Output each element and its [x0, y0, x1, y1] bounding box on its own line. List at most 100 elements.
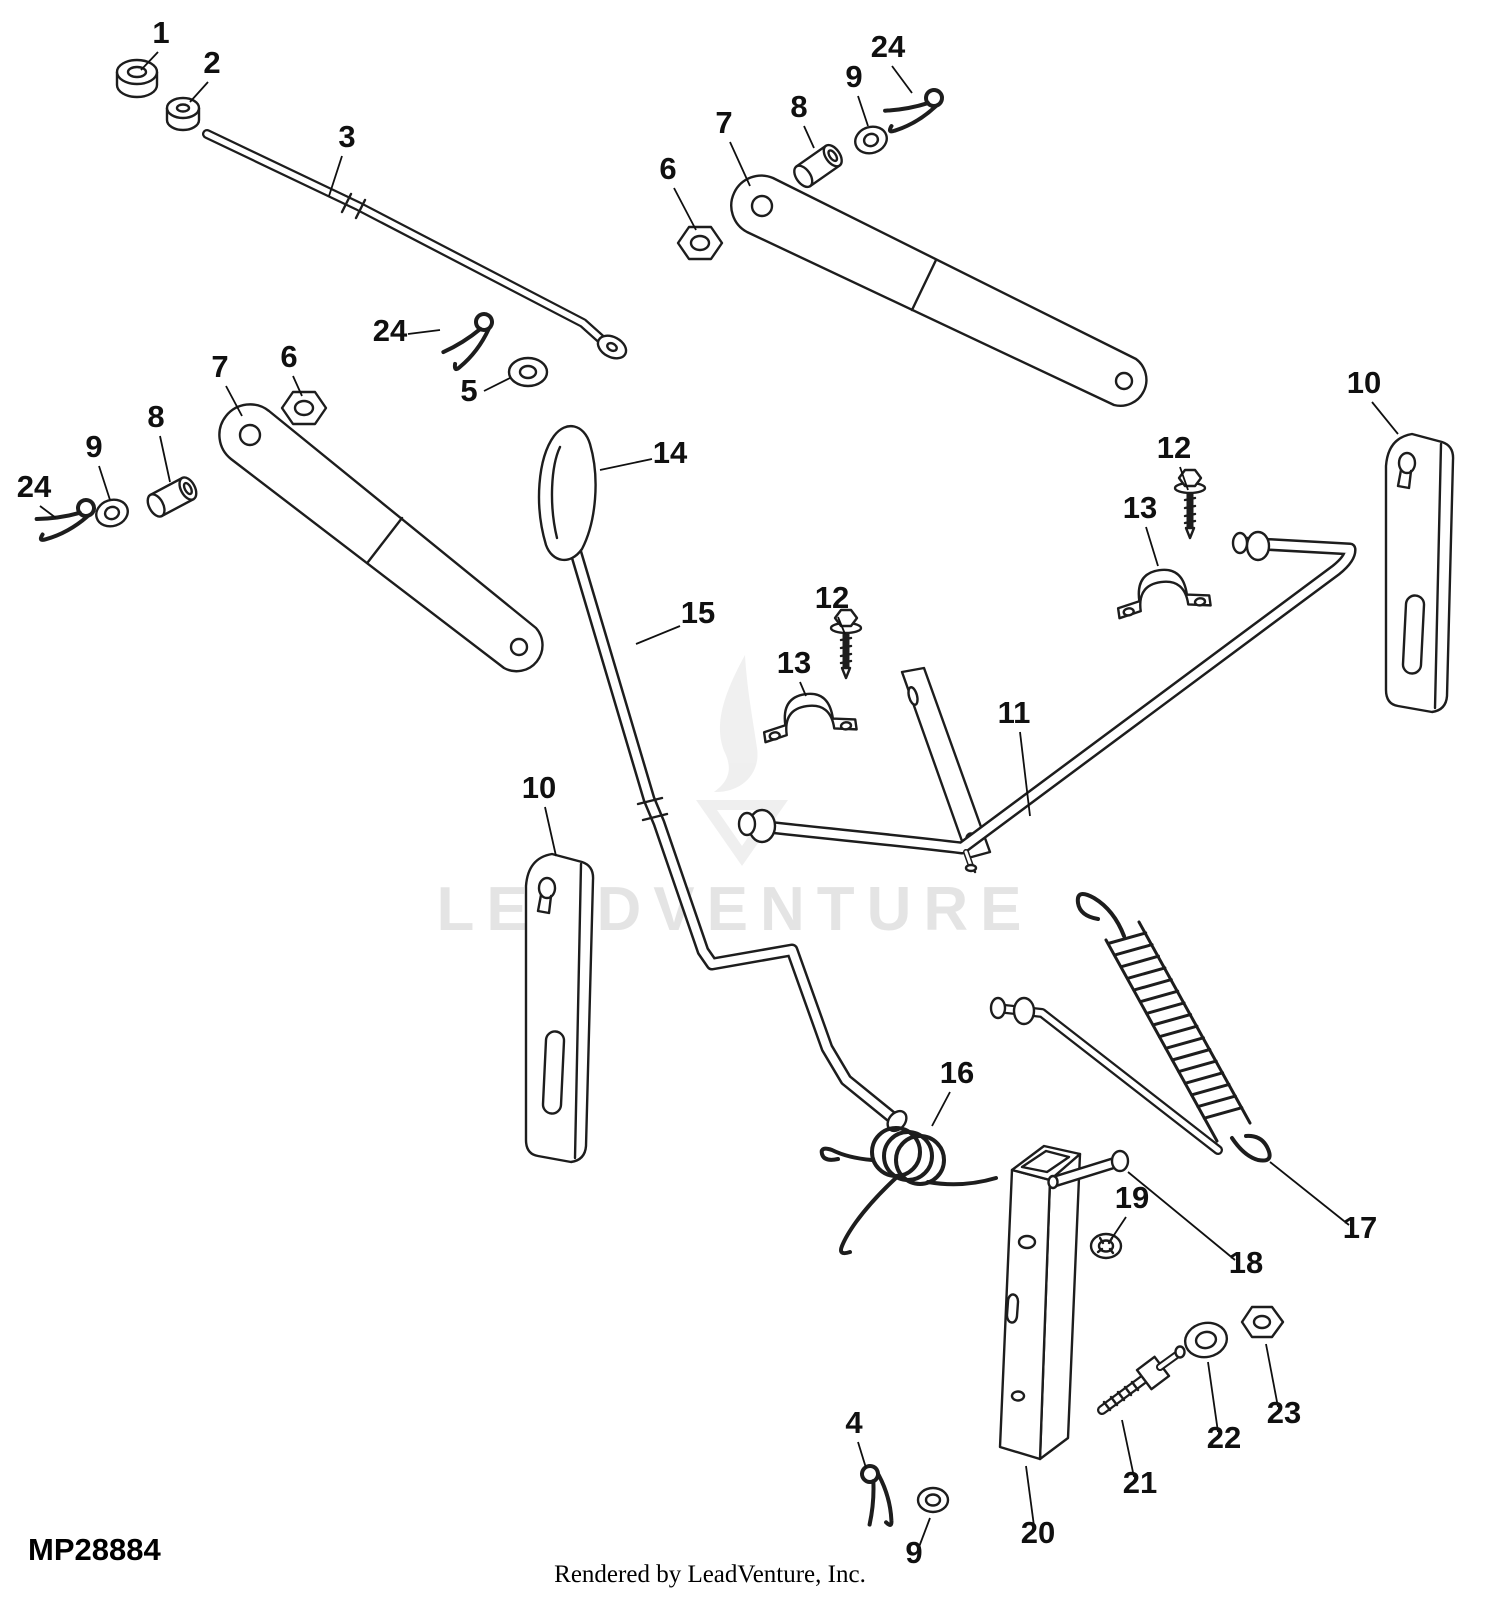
- spring-coil: [1119, 954, 1160, 969]
- part-6-nut: [280, 390, 328, 426]
- callout-leader-5: [483, 377, 511, 392]
- callout-leader-9: [918, 1517, 931, 1548]
- part-24-cotter-pin: [441, 312, 494, 372]
- part-15-lift-lever: [569, 546, 908, 1133]
- part-11-lift-shaft: [737, 530, 1357, 873]
- drawing-number: MP28884: [28, 1532, 161, 1567]
- spring-coil: [1183, 1071, 1225, 1085]
- callout-leader-7: [225, 385, 243, 417]
- spring-coil: [1157, 1024, 1199, 1039]
- callout-label-24: 24: [373, 313, 408, 348]
- callout-label-7: 7: [715, 105, 732, 140]
- callout-layer: 1232498762456789241415101213121311101619…: [17, 15, 1399, 1570]
- callout-leader-24: [891, 65, 913, 94]
- part-22-washer: [1183, 1321, 1229, 1359]
- part-21-adjusting-bolt: [1097, 1345, 1186, 1415]
- part-9-washer: [95, 498, 129, 528]
- part-12-flange-screw: [829, 608, 863, 680]
- spring-coil: [1196, 1094, 1237, 1109]
- spring-coil: [1145, 1001, 1186, 1015]
- callout-leader-8: [159, 435, 171, 483]
- part-7-lift-arm: [218, 403, 544, 673]
- callout-leader-6: [673, 187, 697, 231]
- spring-coil: [1177, 1059, 1218, 1074]
- part-24-cotter-pin: [34, 498, 96, 542]
- callout-label-8: 8: [147, 399, 164, 434]
- part-13-clamp: [762, 692, 858, 744]
- callout-label-9: 9: [905, 1535, 922, 1570]
- callout-leader-19: [1111, 1216, 1127, 1239]
- part-1-bushing: [115, 58, 159, 99]
- part-9-washer: [854, 125, 888, 155]
- callout-label-17: 17: [1343, 1210, 1377, 1245]
- callout-label-1: 1: [152, 15, 169, 50]
- callout-leader-9: [857, 95, 869, 127]
- callout-label-13: 13: [1123, 490, 1157, 525]
- part-14-knob: [537, 425, 597, 561]
- part-9-washer: [916, 1486, 950, 1514]
- callout-label-22: 22: [1207, 1420, 1241, 1455]
- part-8-spacer: [793, 143, 843, 189]
- spring-coil: [1202, 1106, 1244, 1120]
- part-10-hanger-bracket: [1384, 432, 1455, 714]
- callout-label-16: 16: [940, 1055, 974, 1090]
- spring-coil: [1132, 978, 1173, 992]
- callout-label-9: 9: [845, 59, 862, 94]
- callout-label-23: 23: [1267, 1395, 1301, 1430]
- callout-leader-12: [1179, 466, 1189, 491]
- callout-leader-11: [1019, 731, 1031, 817]
- callout-leader-24: [39, 505, 57, 519]
- callout-label-6: 6: [280, 339, 297, 374]
- callout-label-11: 11: [998, 695, 1031, 730]
- spring-coil: [1113, 943, 1154, 957]
- callout-leader-13: [799, 681, 807, 697]
- spring-coil: [1151, 1013, 1193, 1027]
- part-12-flange-screw: [1173, 468, 1207, 540]
- part-8-spacer: [146, 476, 198, 518]
- callout-label-15: 15: [681, 595, 715, 630]
- callout-leader-10: [1371, 401, 1399, 435]
- part-16-torsion-spring: [819, 1126, 998, 1256]
- footer-credit: Rendered by LeadVenture, Inc.: [554, 1561, 866, 1588]
- spring-coil: [1164, 1036, 1205, 1050]
- callout-label-7: 7: [211, 349, 228, 384]
- callout-leader-8: [803, 125, 815, 149]
- callout-leader-13: [1145, 526, 1159, 567]
- callout-label-24: 24: [17, 469, 52, 504]
- callout-label-12: 12: [1157, 430, 1191, 465]
- callout-label-24: 24: [871, 29, 906, 64]
- callout-label-10: 10: [1347, 365, 1381, 400]
- callout-leader-22: [1207, 1361, 1219, 1433]
- callout-leader-9: [98, 465, 111, 501]
- part-6-nut: [676, 225, 724, 261]
- spring-coil: [1106, 931, 1148, 945]
- part-17-extension-spring: [1075, 892, 1272, 1163]
- callout-label-14: 14: [653, 435, 688, 470]
- part-18-lift-link: [989, 996, 1223, 1190]
- part-3-front-lift-rod: [202, 129, 628, 360]
- spring-coil: [1125, 966, 1167, 980]
- callout-label-13: 13: [777, 645, 811, 680]
- callout-leader-14: [599, 458, 653, 471]
- part-4-cotter-pin: [860, 1464, 894, 1527]
- callout-label-10: 10: [522, 770, 556, 805]
- callout-label-6: 6: [659, 151, 676, 186]
- callout-label-3: 3: [338, 119, 355, 154]
- part-23-nut: [1240, 1305, 1285, 1339]
- callout-leader-23: [1265, 1343, 1279, 1408]
- callout-label-18: 18: [1229, 1245, 1263, 1280]
- callout-label-8: 8: [790, 89, 807, 124]
- part-10-hanger-bracket: [524, 852, 595, 1164]
- callout-label-12: 12: [815, 580, 849, 615]
- callout-leader-20: [1025, 1465, 1035, 1527]
- spring-coil: [1190, 1082, 1231, 1097]
- part-24-cotter-pin: [883, 88, 944, 134]
- callout-label-21: 21: [1123, 1465, 1157, 1500]
- callout-label-4: 4: [845, 1405, 863, 1440]
- callout-leader-17: [1269, 1161, 1350, 1226]
- part-2-cap: [165, 96, 201, 132]
- part-20-channel-tube: [998, 1144, 1082, 1461]
- callout-leader-24: [407, 329, 441, 335]
- callout-leader-10: [544, 806, 557, 857]
